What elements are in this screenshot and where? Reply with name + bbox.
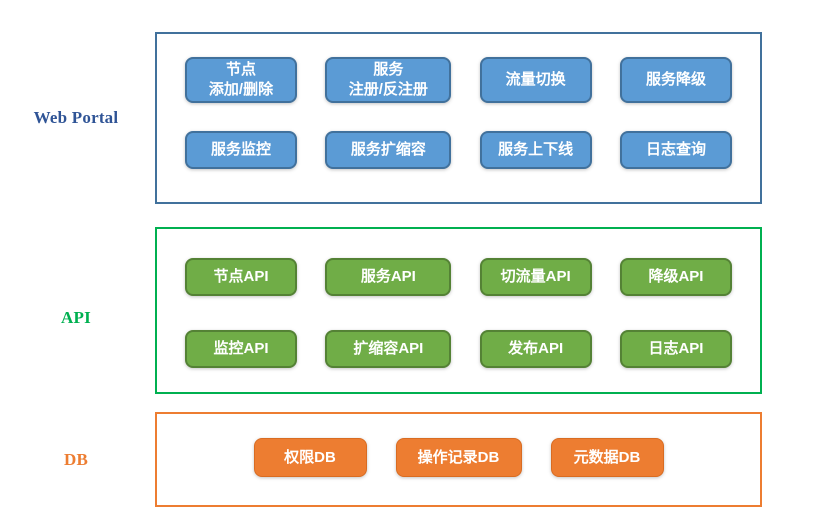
portal-node-add-delete-shape: 节点 添加/删除 [185, 57, 297, 103]
api-log-shape: 日志API [619, 330, 732, 368]
api-node-shape: 节点API [185, 258, 297, 296]
api-layer-box: 节点API 服务API 切流量API 降级API 监控API 扩缩容API 发布… [155, 227, 762, 394]
api-publish-shape: 发布API [479, 330, 592, 368]
db-operation-record-shape: 操作记录DB [395, 438, 522, 477]
portal-log-query-shape: 日志查询 [619, 131, 732, 169]
db-metadata-shape: 元数据DB [550, 438, 664, 477]
api-service-shape: 服务API [325, 258, 452, 296]
portal-service-degrade-shape: 服务降级 [619, 57, 732, 103]
web-portal-row-2: 服务监控 服务扩缩容 服务上下线 日志查询 [157, 131, 760, 169]
api-monitor-shape: 监控API [185, 330, 297, 368]
api-scale-shape: 扩缩容API [325, 330, 452, 368]
portal-service-online-offline-shape: 服务上下线 [479, 131, 592, 169]
api-degrade-shape: 降级API [619, 258, 732, 296]
db-permission-shape: 权限DB [253, 438, 367, 477]
portal-service-register-shape: 服务 注册/反注册 [325, 57, 452, 103]
api-row-1: 节点API 服务API 切流量API 降级API [157, 258, 760, 296]
web-portal-layer-box: 节点 添加/删除 服务 注册/反注册 流量切换 服务降级 服务监控 服务扩缩容 … [155, 32, 762, 204]
web-portal-row-1: 节点 添加/删除 服务 注册/反注册 流量切换 服务降级 [157, 57, 760, 103]
api-label: API [61, 308, 91, 327]
portal-service-monitor-shape: 服务监控 [185, 131, 297, 169]
api-row-2: 监控API 扩缩容API 发布API 日志API [157, 330, 760, 368]
db-row: 权限DB 操作记录DB 元数据DB [157, 438, 760, 477]
portal-service-scale-shape: 服务扩缩容 [325, 131, 452, 169]
db-label: DB [63, 450, 89, 469]
web-portal-label: Web Portal [33, 108, 119, 127]
api-traffic-switch-shape: 切流量API [479, 258, 592, 296]
db-layer-box: 权限DB 操作记录DB 元数据DB [155, 412, 762, 507]
portal-traffic-switch-shape: 流量切换 [479, 57, 592, 103]
